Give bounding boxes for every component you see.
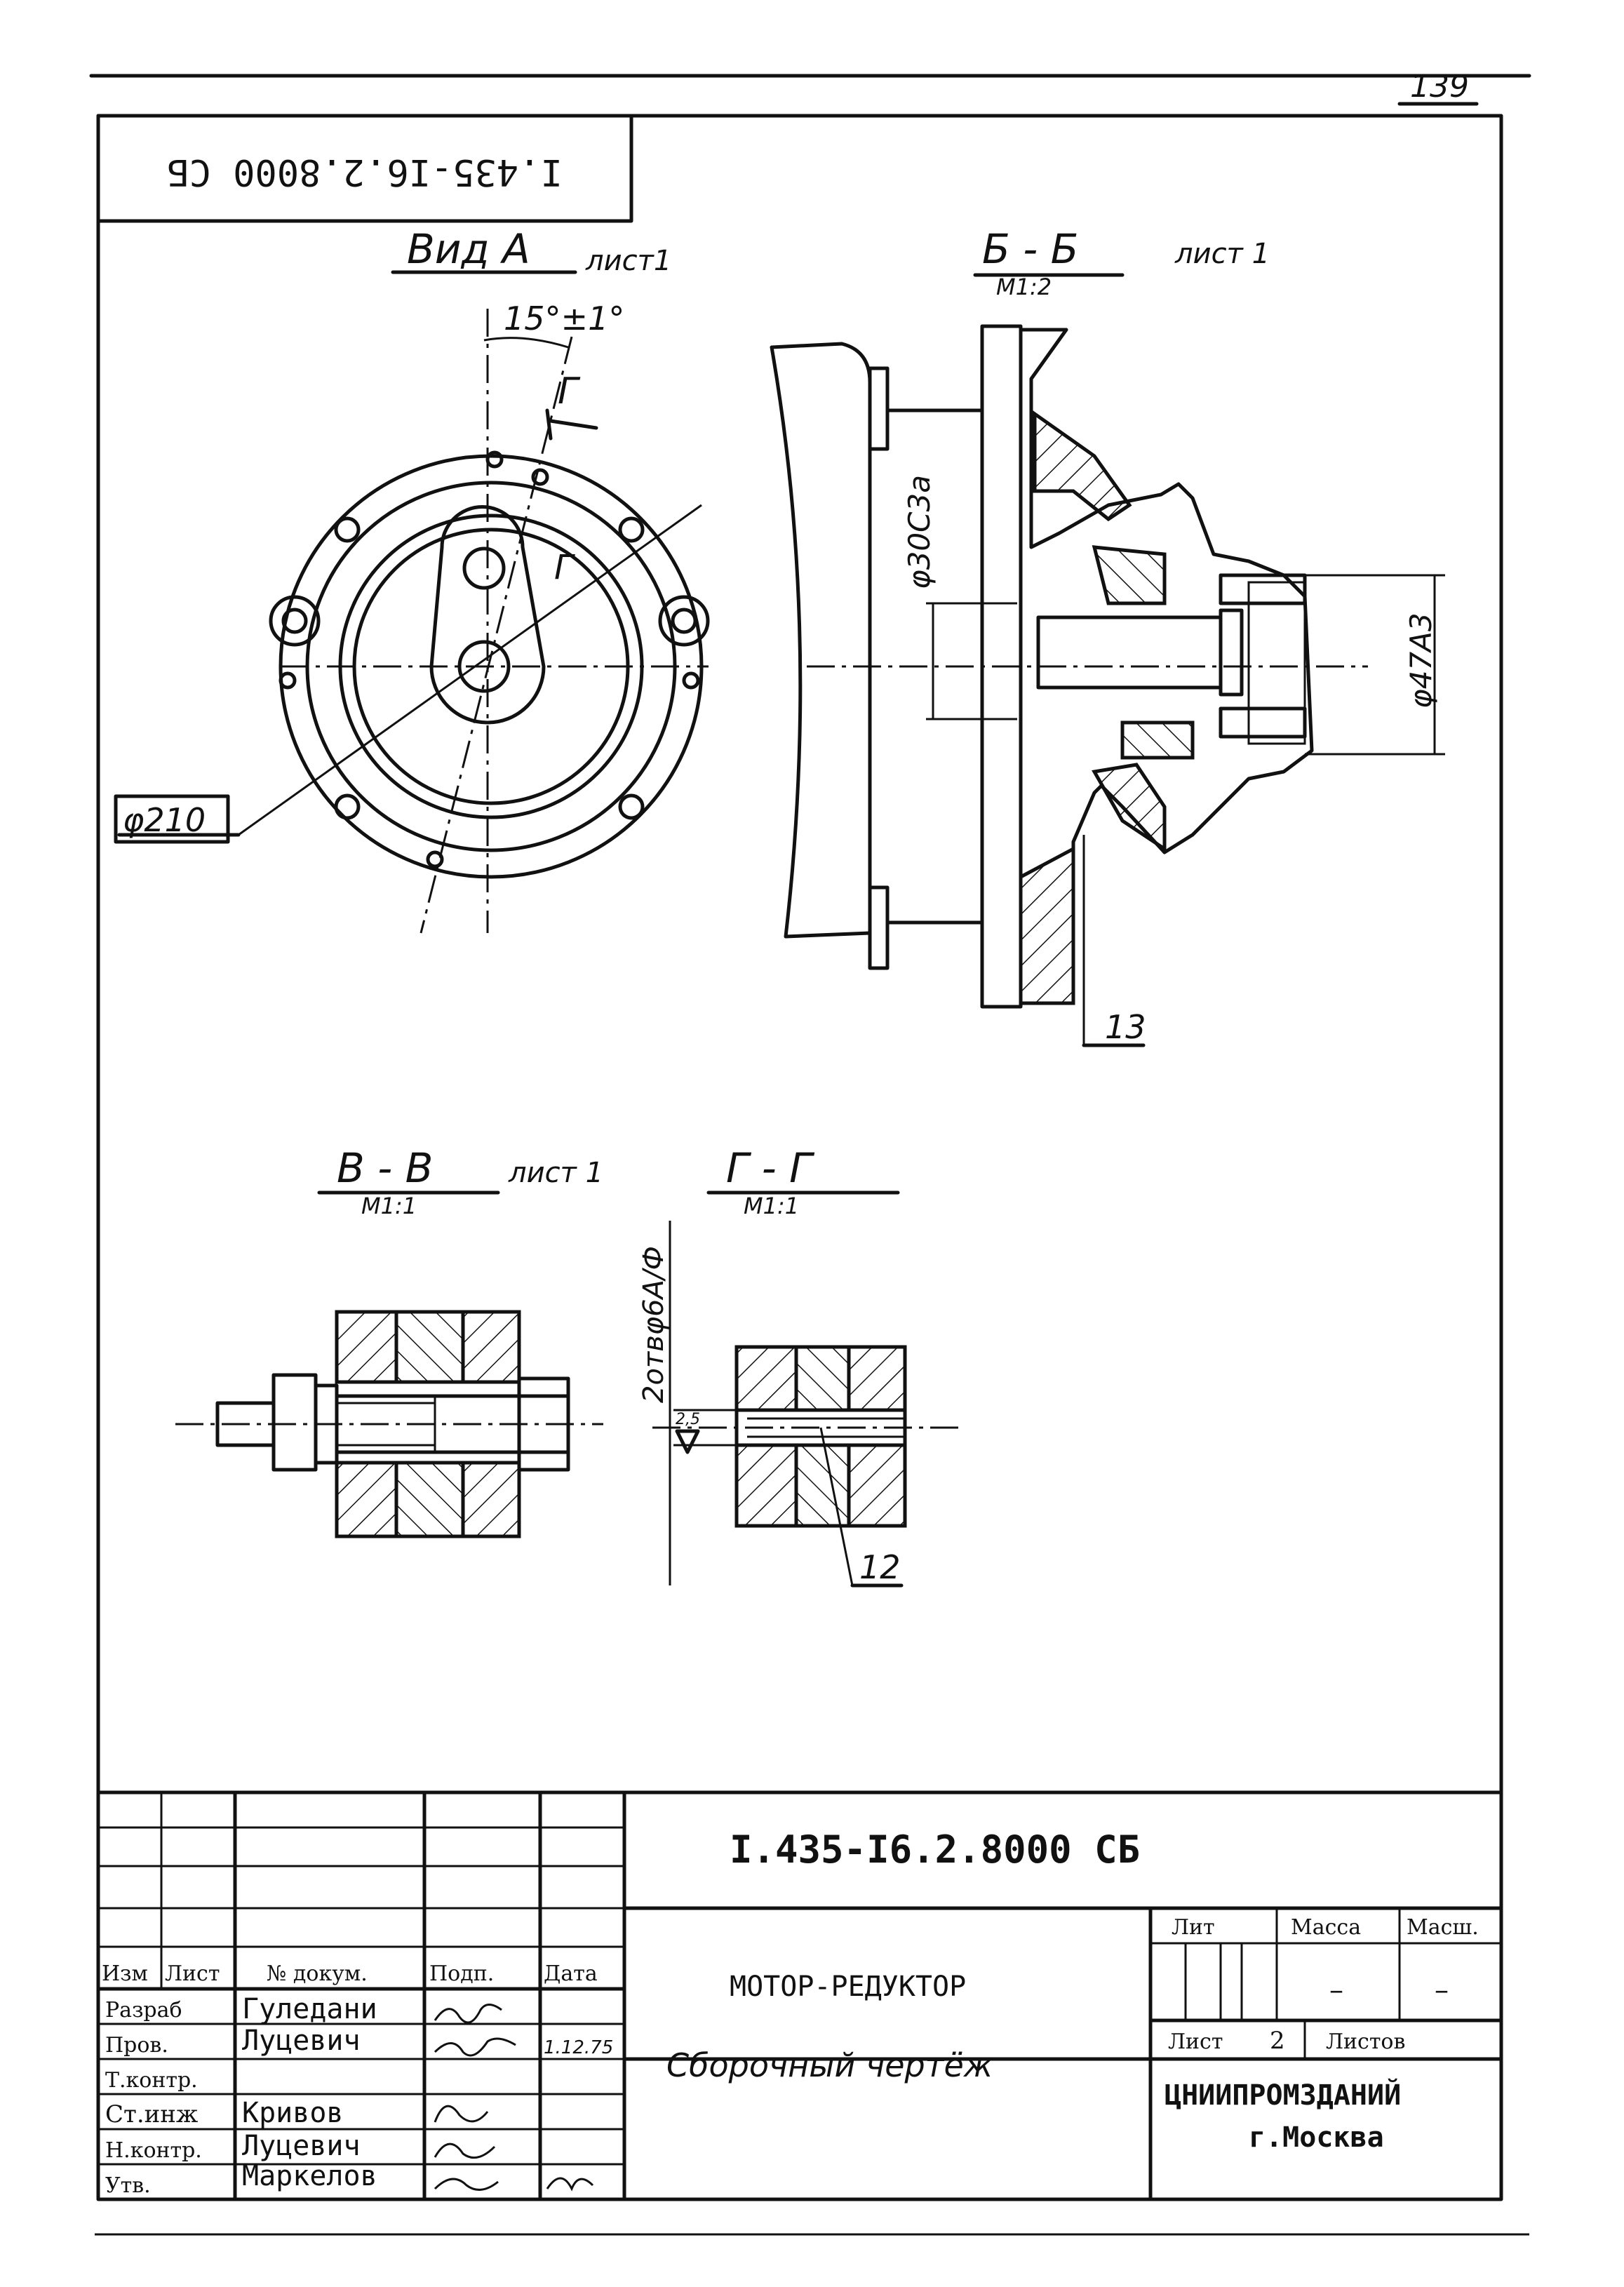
- header-izm: Изм: [102, 1961, 148, 1986]
- rotated-code-box: [96, 114, 633, 223]
- view-a-angle: 15°±1°: [504, 300, 624, 337]
- name-3: Кривов: [242, 2097, 344, 2129]
- section-gg-title: Г - Г: [726, 1144, 815, 1192]
- title-doc-code: I.435-I6.2.8000 СБ: [730, 1827, 1140, 1872]
- header-list: Лист: [165, 1961, 220, 1986]
- section-v-v: В - В M1:1 лист 1: [175, 1144, 603, 1538]
- scale-value: –: [1435, 1974, 1449, 2006]
- name-4: Луцевич: [242, 2130, 361, 2162]
- view-a-diameter: φ210: [123, 801, 206, 839]
- signature: [434, 2178, 499, 2191]
- section-mark-mid: Г: [554, 548, 575, 587]
- section-bb-dim-1: φ30С3а: [902, 475, 937, 589]
- section-mark-top: Г: [558, 370, 581, 413]
- section-vv-sheet: лист 1: [508, 1157, 603, 1189]
- scale-label: Масш.: [1407, 1915, 1479, 1940]
- sheet-value: 2: [1270, 2027, 1285, 2055]
- rotated-doc-code: I.435-I6.2.8000 СБ: [167, 151, 563, 193]
- section-bb-scale: M1:2: [996, 274, 1052, 300]
- name-1: Луцевич: [242, 2025, 361, 2057]
- callout-13: 13: [1105, 1008, 1146, 1046]
- section-b-b: Б - Б M1:2 лист 1 φ30С3а: [770, 225, 1445, 1047]
- name-5: Маркелов: [242, 2160, 377, 2192]
- section-vv-title: В - В: [337, 1144, 433, 1192]
- mass-label: Масса: [1291, 1915, 1361, 1940]
- lit-label: Лит: [1172, 1915, 1215, 1940]
- date-1: 1.12.75: [544, 2037, 613, 2058]
- section-gg-note: 2отвφ6А/Ф: [638, 1246, 670, 1403]
- section-gg-roughness: 2,5: [676, 1411, 700, 1428]
- signature: [434, 2004, 502, 2024]
- page-number: 139: [1410, 69, 1469, 105]
- view-a: Вид А лист1 15°±1° Г Г: [114, 225, 710, 934]
- callout-12: 12: [859, 1548, 901, 1586]
- role-2: Т.контр.: [105, 2068, 198, 2093]
- header-doc-no: № докум.: [267, 1961, 368, 1986]
- signature: [434, 2105, 489, 2123]
- motor-housing: [770, 342, 872, 939]
- mass-value: –: [1329, 1974, 1343, 2006]
- bolt-hole: [658, 595, 710, 647]
- section-bb-dim-2: φ47А3: [1404, 612, 1438, 709]
- bolt-hole: [269, 595, 321, 647]
- city: г.Москва: [1249, 2121, 1384, 2154]
- title-doc-type: Сборочный чертёж: [666, 2046, 993, 2084]
- view-a-title: Вид А: [407, 225, 530, 273]
- section-gg-scale: M1:1: [744, 1193, 799, 1219]
- role-0: Разраб: [105, 1998, 182, 2023]
- role-5: Утв.: [105, 2173, 151, 2198]
- signature: [434, 2142, 496, 2159]
- shaft: [1036, 615, 1223, 690]
- organization: ЦНИИПРОМЗДАНИЙ: [1165, 2078, 1401, 2112]
- name-0: Гуледани: [242, 1993, 377, 2025]
- title-block: Изм Лист № докум. Подп. Дата Разраб Гуле…: [96, 1790, 1503, 2201]
- frame-border: [96, 114, 1503, 2201]
- role-1: Пров.: [105, 2033, 168, 2058]
- signature: [434, 2037, 516, 2057]
- view-a-sheet: лист1: [585, 245, 671, 277]
- section-bb-title: Б - Б: [982, 225, 1078, 273]
- section-bb-sheet: лист 1: [1174, 238, 1270, 270]
- role-3: Ст.инж: [105, 2100, 198, 2128]
- section-vv-scale: M1:1: [361, 1193, 417, 1219]
- sheets-label: Листов: [1326, 2030, 1405, 2054]
- title-product: МОТОР-РЕДУКТОР: [730, 1971, 966, 2003]
- flange-outer: [279, 454, 704, 879]
- signature: [546, 2177, 594, 2192]
- section-g-g: Г - Г M1:1 2отвφ6А/Ф 2,5 12: [638, 1144, 961, 1588]
- arm-slot: [429, 505, 546, 725]
- role-4: Н.контр.: [105, 2138, 202, 2163]
- sheet-label: Лист: [1168, 2030, 1223, 2054]
- header-date: Дата: [544, 1961, 598, 1986]
- header-sign: Подп.: [429, 1961, 494, 1986]
